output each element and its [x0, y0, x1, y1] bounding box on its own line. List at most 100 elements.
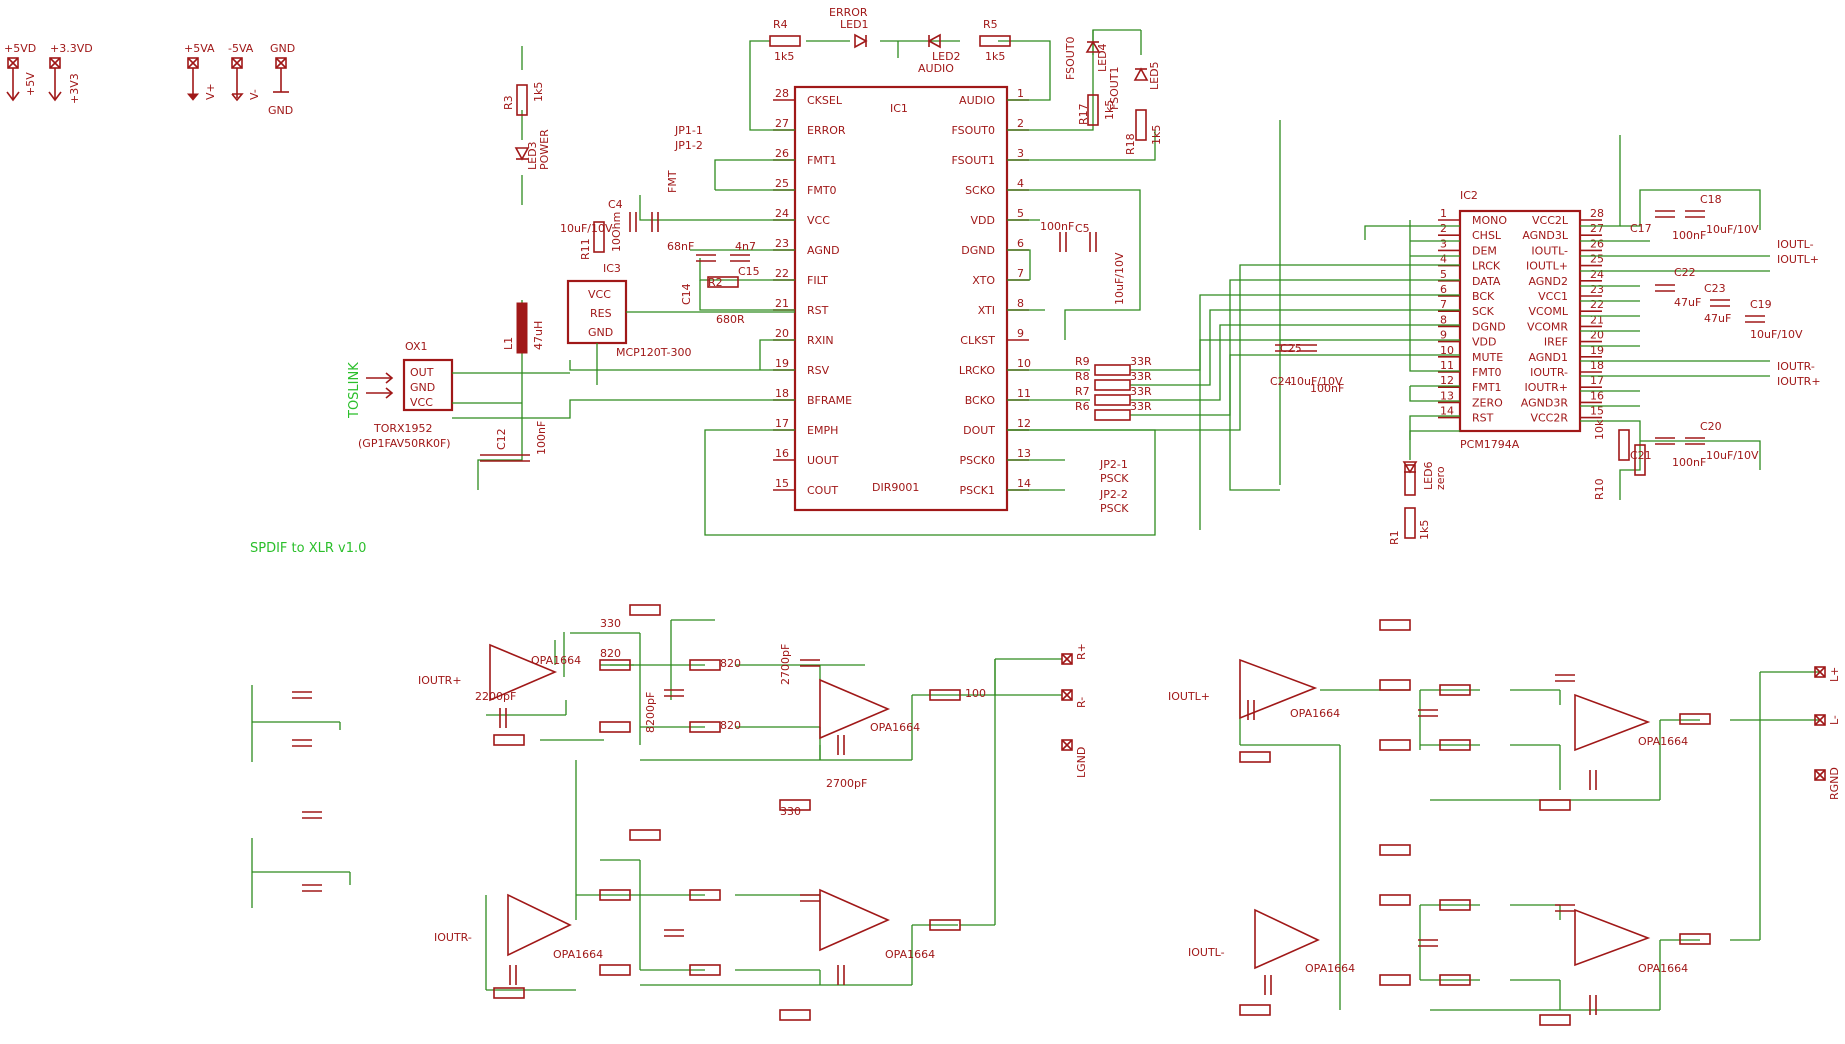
ic2-pin-name: VCOMR	[1527, 320, 1568, 333]
ic2-pin-num: 8	[1440, 313, 1447, 326]
supply-neg5va: -5VA V-	[228, 42, 261, 102]
ic1-pin-name: LRCKO	[959, 364, 996, 377]
ic1-pin-name: PSCK0	[959, 454, 995, 467]
led3-ref: LED3	[526, 141, 539, 170]
c24-value: 10uF/10V	[1290, 375, 1343, 388]
ic1-pin-num: 6	[1017, 237, 1024, 250]
ic2-pin-name: VCC1	[1538, 290, 1568, 303]
l1-ref: L1	[502, 337, 515, 350]
r5-ref: R5	[983, 18, 998, 31]
net-ioutl-plus: IOUTL+	[1777, 253, 1819, 266]
ic1-pin-name: VDD	[971, 214, 995, 227]
ic3-pin-gnd: GND	[588, 326, 613, 339]
ic2-ref: IC2	[1460, 189, 1478, 202]
ic1-pin-name: RST	[807, 304, 829, 317]
ic1-pin-num: 9	[1017, 327, 1024, 340]
ox1-part: TORX1952	[373, 422, 433, 435]
c3-value: 100nF	[1040, 220, 1074, 233]
ic1-pin-name: PSCK1	[959, 484, 995, 497]
ic1-pin-num: 14	[1017, 477, 1031, 490]
led2-ref: LED2	[932, 50, 961, 63]
ic1-pin-name: RSV	[807, 364, 830, 377]
ic2-pin-num: 13	[1440, 389, 1454, 402]
ic2-pin-num: 17	[1590, 374, 1604, 387]
filter-r-in-2: 820	[720, 657, 741, 670]
ic1-pin-num: 27	[775, 117, 789, 130]
filter-c-b: 8200pF	[644, 692, 657, 733]
ic5b-part: OPA1664	[885, 948, 935, 961]
supply-sub-3v3: +3V3	[68, 73, 81, 104]
labels: SPDIF to XLR v1.0 ERROR LED1 LED2 AUDIO …	[250, 6, 1841, 975]
ic1-pin-name: FMT1	[807, 154, 837, 167]
ic2-pin-num: 16	[1590, 389, 1604, 402]
resistors	[493, 35, 1711, 1026]
r6-value: 33R	[1130, 400, 1152, 413]
ic1-pin-name: ERROR	[807, 124, 846, 137]
ic2-pin-name: RST	[1472, 412, 1494, 425]
ic2-pin-num: 18	[1590, 359, 1604, 372]
ic1-pin-num: 18	[775, 387, 789, 400]
r7-value: 33R	[1130, 385, 1152, 398]
ic2-pin-name: MUTE	[1472, 351, 1503, 364]
ic1-pin-num: 1	[1017, 87, 1024, 100]
r11-ref: R11	[579, 238, 592, 260]
ic2-pin-name: IREF	[1544, 336, 1568, 349]
filter-r-in: 820	[600, 647, 621, 660]
toslink-label: TOSLINK	[347, 362, 362, 419]
c20-ref: C20	[1700, 420, 1722, 433]
ic2-pin-num: 3	[1440, 237, 1447, 250]
ic3-part: MCP120T-300	[616, 346, 691, 359]
jp2-2-label: PSCK	[1100, 502, 1129, 515]
r4-value: 1k5	[774, 50, 794, 63]
ic1-part: DIR9001	[872, 481, 919, 494]
supply-sub-vplus: V+	[204, 83, 217, 100]
r3-value: 1k5	[532, 82, 545, 102]
r1-ref: R1	[1388, 530, 1401, 545]
supply-label-5vd: +5VD	[4, 42, 36, 55]
ic2-pin-num: 5	[1440, 268, 1447, 281]
r9-ref: R9	[1075, 355, 1090, 368]
filter-r-out: 100	[965, 687, 986, 700]
ic1-pin-num: 8	[1017, 297, 1024, 310]
jp1-1-label: FMT	[666, 170, 679, 193]
ic1-pin-num: 11	[1017, 387, 1031, 400]
ic2-pin-num: 4	[1440, 253, 1447, 266]
c20-value: 10uF/10V	[1706, 449, 1759, 462]
net-ioutr-minus: IOUTR-	[1777, 360, 1815, 373]
ox1-ref: OX1	[405, 340, 428, 353]
r5-value: 1k5	[985, 50, 1005, 63]
ox1-alt: (GP1FAV50RK0F)	[358, 437, 451, 450]
ic2-pin-num: 6	[1440, 283, 1447, 296]
ic1-pin-num: 3	[1017, 147, 1024, 160]
ic1-pin-name: DOUT	[963, 424, 995, 437]
ic2-pin-num: 9	[1440, 329, 1447, 342]
r9-value: 33R	[1130, 355, 1152, 368]
led-symbols	[514, 33, 1418, 474]
filter-r-fb: 330	[780, 805, 801, 818]
c19-ref: C19	[1750, 298, 1772, 311]
ic1-pin-name: CLKST	[960, 334, 995, 347]
ic1-pin-num: 13	[1017, 447, 1031, 460]
ic2-pin-name: FMT1	[1472, 381, 1502, 394]
led6-label: zero	[1434, 466, 1447, 490]
ic2-pin-num: 19	[1590, 344, 1604, 357]
